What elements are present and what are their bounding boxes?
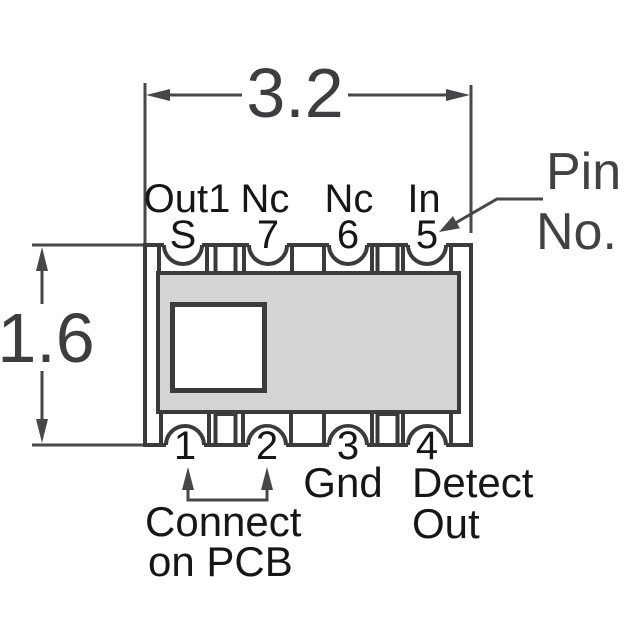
pin-label-nc-6: Nc xyxy=(325,177,374,221)
connect-bracket xyxy=(182,467,273,502)
detect-label-line2: Out xyxy=(412,500,480,547)
height-arrow-up-icon xyxy=(36,247,48,271)
notch-arc xyxy=(246,424,288,446)
notch-arc xyxy=(406,244,448,266)
pad-gap-rect xyxy=(375,412,400,447)
notch-arc xyxy=(406,424,448,446)
leader-line xyxy=(451,197,543,227)
terminal-notch-pin-3 xyxy=(322,414,374,448)
pad-gap-rect xyxy=(375,243,400,275)
notch-arc xyxy=(164,424,206,446)
pin-number-s: S xyxy=(170,213,197,257)
notch-arc xyxy=(327,244,369,266)
pin-note-line2: No. xyxy=(536,203,617,261)
pin-number-6: 6 xyxy=(337,213,359,257)
pin-label-nc-7: Nc xyxy=(241,177,290,221)
pin-number-4: 4 xyxy=(416,424,438,468)
pin-note-leader xyxy=(439,197,543,232)
bracket-line xyxy=(186,478,269,502)
terminal-notch-pin-s xyxy=(157,242,209,273)
connect-label-line1: Connect xyxy=(145,498,302,545)
leader-arrow-icon xyxy=(439,216,460,232)
width-dimension xyxy=(143,83,473,243)
gnd-label: Gnd xyxy=(303,459,382,506)
connect-label-line2: on PCB xyxy=(148,538,293,585)
pad-gap-rect xyxy=(213,412,238,447)
pin-label-out1: Out1 xyxy=(144,177,231,221)
terminal-notch-pin-4 xyxy=(401,414,453,448)
top-terminal-notches xyxy=(157,242,453,275)
pin-label-in: In xyxy=(407,177,440,221)
width-arrow-left-icon xyxy=(146,89,170,101)
terminal-notch-pin-7 xyxy=(242,242,294,273)
pin-number-2: 2 xyxy=(256,424,278,468)
pad-gap-rect xyxy=(213,243,238,275)
terminal-notch-pin-6 xyxy=(322,242,374,273)
pin-number-3: 3 xyxy=(337,424,359,468)
pin-note-line1: Pin xyxy=(546,143,621,201)
pin-number-1: 1 xyxy=(174,424,196,468)
pin-number-7: 7 xyxy=(257,213,279,257)
up-arrow-icon xyxy=(182,467,194,490)
notch-arc xyxy=(162,244,204,266)
height-arrow-down-icon xyxy=(36,419,48,443)
notch-arc xyxy=(327,424,369,446)
notch-arc xyxy=(247,244,289,266)
height-dimension xyxy=(32,243,143,447)
bottom-terminal-notches xyxy=(159,412,453,448)
terminal-notch-pin-1 xyxy=(159,414,211,448)
up-arrow-icon xyxy=(261,467,273,490)
width-dimension-value: 3.2 xyxy=(246,54,343,132)
pin-number-5: 5 xyxy=(416,213,438,257)
terminal-notch-pin-5 xyxy=(401,242,453,273)
height-dimension-value: 1.6 xyxy=(0,299,95,377)
terminal-notch-pin-2 xyxy=(241,414,293,448)
width-arrow-right-icon xyxy=(446,89,470,101)
detect-label-line1: Detect xyxy=(412,459,534,506)
orientation-mark xyxy=(170,302,267,393)
